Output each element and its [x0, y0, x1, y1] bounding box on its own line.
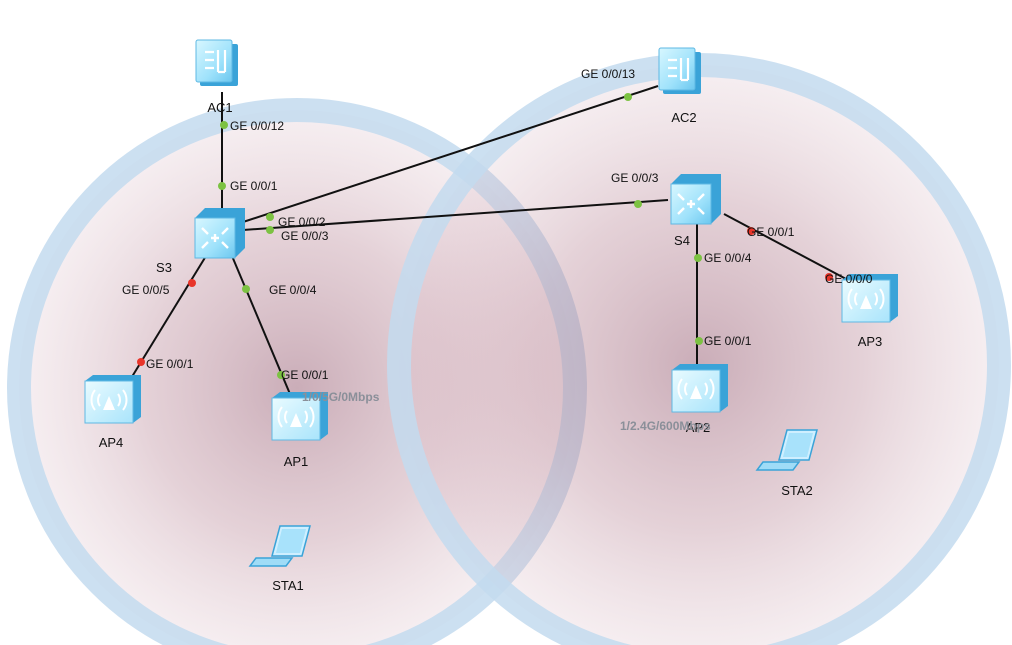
port-label-ap4: GE 0/0/1 — [146, 357, 194, 371]
device-label-ac1: AC1 — [207, 100, 232, 115]
laptop-icon — [755, 429, 818, 471]
switch-icon — [670, 174, 721, 225]
laptop-icon — [248, 525, 311, 567]
device-ap3[interactable] — [841, 274, 898, 323]
port-label-ap1: GE 0/0/1 — [281, 368, 329, 382]
device-ac2[interactable] — [658, 47, 701, 94]
device-label-ap1: AP1 — [284, 454, 309, 469]
link-s3-s4[interactable] — [242, 199, 669, 231]
access-point-icon — [841, 274, 898, 323]
device-label-ap2: AP2 — [686, 420, 711, 435]
port-indicator-s4-up — [694, 254, 702, 262]
switch-icon — [194, 208, 245, 259]
device-ap4[interactable] — [84, 375, 141, 424]
port-indicator-ac1-up — [220, 121, 228, 129]
port-indicator-s3-up — [218, 182, 226, 190]
port-indicator-s4-up — [634, 200, 642, 208]
device-s4[interactable] — [670, 174, 721, 225]
device-label-s4: S4 — [674, 233, 690, 248]
port-label-s3: GE 0/0/1 — [230, 179, 278, 193]
port-indicator-s4-down — [747, 227, 755, 235]
port-indicator-ap1-up — [277, 371, 285, 379]
port-indicator-s3-down — [188, 279, 196, 287]
access-controller-icon — [195, 39, 238, 86]
device-ap2[interactable] — [671, 364, 728, 413]
link-s4-ap3[interactable] — [723, 213, 849, 281]
link-s3-ap1[interactable] — [231, 255, 291, 395]
device-ap1[interactable] — [271, 392, 328, 441]
device-s3[interactable] — [194, 208, 245, 259]
device-sta1[interactable] — [248, 525, 311, 567]
port-indicator-ap3-down — [825, 273, 833, 281]
link-ac2-s3[interactable] — [242, 85, 659, 223]
access-point-icon — [271, 392, 328, 441]
port-indicator-s3-up — [266, 226, 274, 234]
device-label-ap3: AP3 — [858, 334, 883, 349]
device-label-s3: S3 — [156, 260, 172, 275]
port-label-ap2: GE 0/0/1 — [704, 334, 752, 348]
port-label-s3: GE 0/0/2 — [278, 215, 326, 229]
port-label-ap3: GE 0/0/0 — [825, 272, 873, 286]
port-indicator-ap2-up — [695, 337, 703, 345]
device-label-ap4: AP4 — [99, 435, 124, 450]
device-ac1[interactable] — [195, 39, 238, 86]
port-label-s4: GE 0/0/1 — [747, 225, 795, 239]
port-label-s3: GE 0/0/4 — [269, 283, 317, 297]
port-label-s3: GE 0/0/5 — [122, 283, 170, 297]
port-indicator-ap4-down — [137, 358, 145, 366]
port-indicator-s3-up — [266, 213, 274, 221]
port-indicators-layer — [137, 93, 833, 379]
device-sta2[interactable] — [755, 429, 818, 471]
access-controller-icon — [658, 47, 701, 94]
port-label-s4: GE 0/0/3 — [611, 171, 659, 185]
port-indicator-ac2-up — [624, 93, 632, 101]
coverage-area-right — [387, 53, 1011, 645]
device-label-sta2: STA2 — [781, 483, 813, 498]
rate-label-ap1: 1/0/5G/0Mbps — [302, 390, 380, 404]
device-label-sta1: STA1 — [272, 578, 304, 593]
port-indicator-s3-up — [242, 285, 250, 293]
rate-label-ap2: 1/2.4G/600Mbps — [620, 419, 711, 433]
port-label-s3: GE 0/0/3 — [281, 229, 329, 243]
access-point-icon — [84, 375, 141, 424]
port-label-s4: GE 0/0/4 — [704, 251, 752, 265]
port-label-ac2: GE 0/0/13 — [581, 67, 635, 81]
devices-layer — [84, 39, 898, 567]
device-label-ac2: AC2 — [671, 110, 696, 125]
access-point-icon — [671, 364, 728, 413]
port-label-ac1: GE 0/0/12 — [230, 119, 284, 133]
